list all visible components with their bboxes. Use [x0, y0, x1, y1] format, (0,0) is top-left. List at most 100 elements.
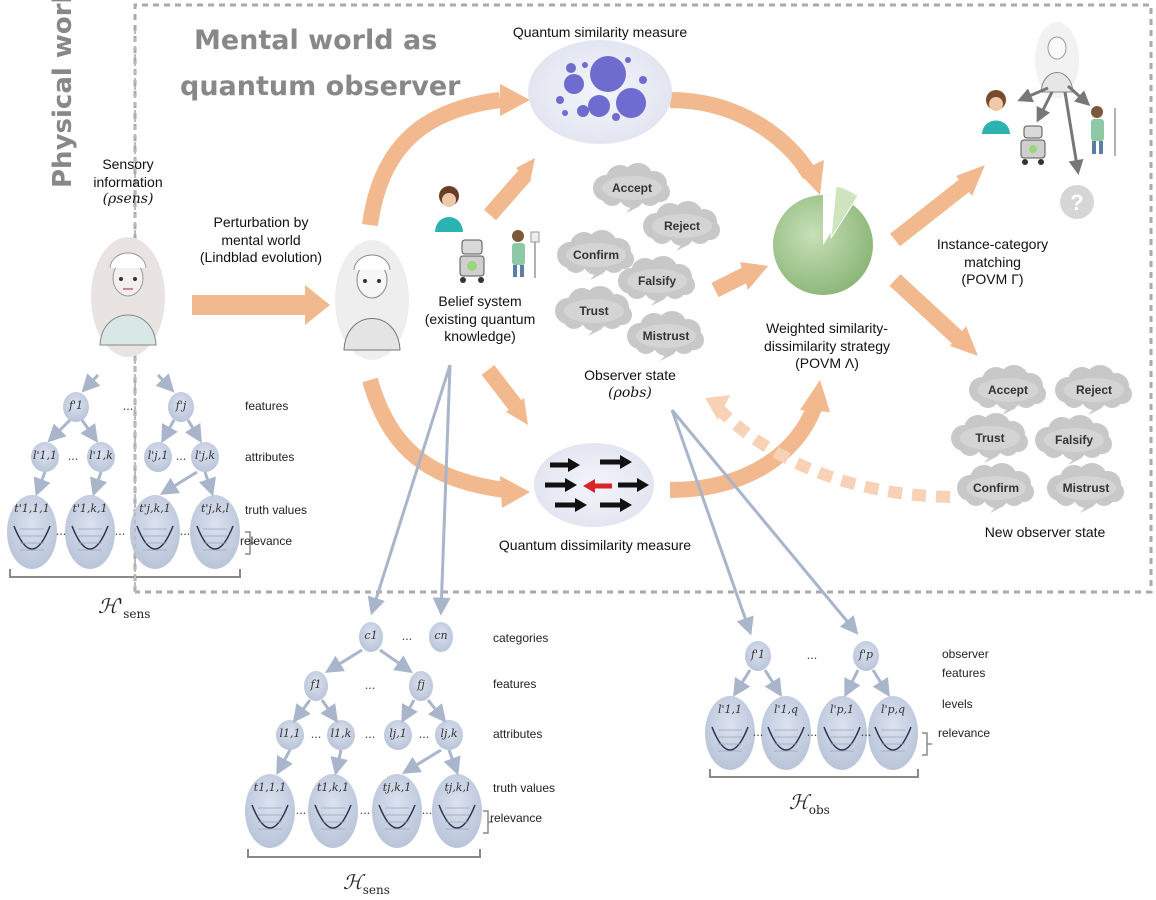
ellipsis: ... [67, 450, 79, 463]
ellipsis: ... [364, 728, 376, 741]
nurse-icon-right [982, 90, 1010, 134]
observer-feature-node-1 [745, 641, 771, 671]
cloud-label: Reject [1076, 383, 1112, 397]
connector-lines [367, 364, 859, 636]
level-node-3-curve [823, 726, 861, 751]
cloud-reject: Reject [643, 201, 720, 251]
new-cloud-confirm: Confirm [957, 463, 1034, 513]
instance-category-label: Instance-category matching (POVM Γ) [936, 236, 1049, 287]
truth-node-3-label: t'j,k,1 [139, 502, 171, 515]
ellipsis: ... [806, 726, 818, 739]
tree-edge [159, 470, 198, 495]
arrow-clouds-to-pie [711, 267, 749, 298]
arrow-belief-to-dissimilarity [481, 365, 522, 410]
ellipsis: ... [55, 525, 67, 538]
tree-edge [871, 669, 890, 698]
level-node-4 [868, 696, 918, 770]
tree-edge [47, 418, 72, 443]
ellipsis: ... [310, 728, 322, 741]
attribute-node-1-label: l'1,1 [32, 449, 58, 462]
perturbation-label: Perturbation by mental world (Lindblad e… [199, 214, 323, 265]
truth-node-2-label: t'1,k,1 [72, 502, 108, 515]
ellipsis: ... [421, 804, 433, 817]
tree-edge [379, 648, 413, 674]
similarity-icon [528, 40, 672, 144]
row-truth-2: truth values [493, 781, 556, 795]
cloud-label: Trust [975, 431, 1004, 445]
category-node-1 [359, 622, 383, 652]
attribute-node-3 [144, 442, 172, 472]
cloud-label: Mistrust [643, 329, 690, 343]
level-node-3-label: l'p,1 [829, 703, 855, 716]
hilbert-bracket [247, 849, 481, 858]
robot-icon-right [1020, 125, 1046, 165]
ellipsis: ... [364, 679, 376, 692]
arrow-pie-to-instance [890, 178, 970, 247]
dissimilarity-icon [534, 443, 654, 527]
perturbation-arrow [192, 285, 330, 325]
unknown-question-icon: ? [1060, 185, 1094, 219]
new-cloud-reject: Reject [1055, 365, 1132, 415]
ellipsis: ... [175, 450, 187, 463]
feature-node-2-j [409, 671, 433, 701]
attribute-node-2-4-label: lj,k [440, 727, 458, 740]
observer-feature-node-p [853, 641, 879, 671]
attribute-node-2 [87, 442, 115, 472]
row-attributes-1: attributes [245, 450, 295, 464]
truth-node-2-curve [71, 525, 109, 550]
cloud-trust: Trust [555, 286, 632, 336]
hilbert-bracket [709, 769, 919, 778]
ellipsis: ... [295, 804, 307, 817]
quantum-dissimilarity-label: Quantum dissimilarity measure [498, 537, 692, 553]
truth-node-2-2-label: t1,k,1 [316, 781, 350, 794]
cloud-label: Falsify [638, 274, 676, 288]
robot-icon [459, 239, 485, 283]
cloud-label: Mistrust [1063, 481, 1110, 495]
tree-edge [401, 748, 442, 774]
feature-node-2-j-label: fj [417, 678, 425, 691]
pie-chart-icon [773, 185, 873, 295]
arrow-to-dissimilarity [362, 377, 507, 498]
level-node-2-curve [767, 726, 805, 751]
tree-edge [844, 669, 861, 698]
cloud-confirm: Confirm [557, 230, 634, 280]
ellipsis: ... [114, 525, 126, 538]
belief-system-label: Belief system (existing quantum knowledg… [424, 293, 536, 344]
level-node-3 [817, 696, 867, 770]
truth-node-2-4-label: tj,k,l [444, 781, 470, 794]
cloud-label: Accept [988, 383, 1028, 397]
category-node-1-label: c1 [364, 629, 378, 642]
cloud-label: Confirm [573, 248, 619, 262]
new-observer-state-label: New observer state [984, 524, 1106, 540]
truth-node-2-2 [308, 774, 358, 848]
truth-node-2-3 [372, 774, 422, 848]
mental-world-title-line1: Mental world as [194, 25, 438, 56]
attribute-node-2-3-label: lj,1 [389, 727, 407, 740]
attribute-node-3-label: l'j,1 [147, 449, 169, 462]
new-cloud-accept: Accept [969, 365, 1046, 415]
level-node-1 [705, 696, 755, 770]
attribute-node-2-3 [384, 720, 412, 750]
feature-node-2-1-label: f1 [310, 678, 322, 691]
tree-edge [33, 471, 51, 497]
dashed-feedback-arrow [715, 405, 951, 503]
ellipsis: ... [179, 525, 191, 538]
ellipsis: ... [359, 804, 371, 817]
observer-state-label: Observer state (ρobs) [584, 367, 676, 401]
attribute-node-4-label: l'j,k [194, 449, 216, 462]
truth-node-1 [7, 495, 57, 569]
sensory-info-label: Sensory information (ρsens) [93, 156, 163, 207]
tree-edge [90, 471, 108, 497]
tree-edge [80, 419, 99, 443]
truth-node-2-3-curve [378, 804, 416, 829]
tree-edge [198, 471, 216, 497]
row-relevance-3: relevance [938, 726, 991, 740]
svg-text:?: ? [1070, 190, 1083, 215]
category-node-n [429, 622, 453, 652]
truth-node-3 [130, 495, 180, 569]
weighted-strategy-label: Weighted similarity- dissimilarity strat… [763, 320, 891, 371]
cloud-label: Reject [664, 219, 700, 233]
hilbert-space-trees [7, 360, 932, 858]
